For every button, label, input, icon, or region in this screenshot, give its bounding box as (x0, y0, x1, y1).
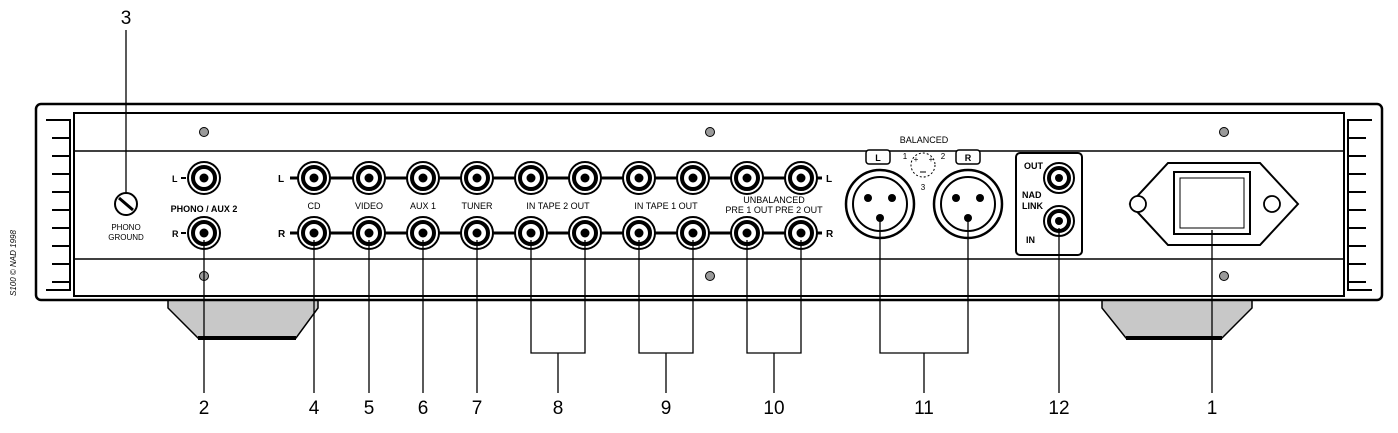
phono-ground-terminal[interactable] (114, 192, 138, 216)
jack-pre1-out-l[interactable] (730, 161, 764, 195)
xlr-left-label: L (875, 153, 881, 163)
jack-phono-r[interactable] (187, 216, 221, 250)
callout-2: 2 (199, 398, 210, 419)
callout-8: 8 (553, 398, 564, 419)
label-unbalanced: UNBALANCED (743, 195, 805, 205)
row-l-marker-right: L (826, 174, 832, 185)
screw (1219, 271, 1229, 281)
callout-4: 4 (309, 398, 320, 419)
screw (705, 127, 715, 137)
phono-aux2-label: PHONO / AUX 2 (171, 204, 238, 214)
pin-label-1: 1 (903, 152, 908, 161)
callout-7: 7 (472, 398, 483, 419)
jack-tape2-out-l[interactable] (568, 161, 602, 195)
pin-label-2: 2 (941, 152, 946, 161)
callout-1: 1 (1207, 398, 1218, 419)
xlr-right-label: R (965, 153, 972, 163)
nad-link-label-1: NAD (1022, 190, 1042, 200)
label-tuner: TUNER (462, 201, 493, 211)
callout-10: 10 (763, 398, 784, 419)
callout-12: 12 (1048, 398, 1069, 419)
nad-link-label-2: LINK (1022, 201, 1043, 211)
phono-r-marker: R (172, 229, 179, 239)
jack-video-l[interactable] (352, 161, 386, 195)
copyright-text: S100 © NAD 1998 (9, 230, 18, 296)
jack-aux1-l[interactable] (406, 161, 440, 195)
jack-cd-r[interactable] (297, 216, 331, 250)
jack-tuner-r[interactable] (460, 216, 494, 250)
jack-pre2-out-l[interactable] (784, 161, 818, 195)
callout-5: 5 (364, 398, 375, 419)
callout-9: 9 (661, 398, 672, 419)
row-r-marker-right: R (826, 229, 834, 240)
phono-ground-label-1: PHONO (111, 223, 140, 232)
jack-cd-l[interactable] (297, 161, 331, 195)
xlr-left-tab (865, 149, 891, 165)
jack-nad-link-in[interactable] (1043, 205, 1075, 237)
row-l-marker-left: L (278, 174, 284, 185)
callout-3: 3 (121, 8, 132, 29)
left-foot (167, 295, 319, 340)
ac-power-inlet[interactable] (1128, 162, 1300, 246)
pin-label-3: 3 (921, 183, 926, 192)
right-heatsink (1347, 119, 1372, 291)
right-foot (1101, 295, 1253, 340)
phono-ground-label-2: GROUND (108, 233, 144, 242)
label-aux1: AUX 1 (410, 201, 436, 211)
label-balanced: BALANCED (900, 135, 949, 145)
jack-tape1-out-l[interactable] (676, 161, 710, 195)
screw (199, 127, 209, 137)
nad-out-label: OUT (1024, 161, 1044, 171)
label-pre-outs: PRE 1 OUT PRE 2 OUT (725, 205, 823, 215)
label-cd: CD (308, 201, 321, 211)
jack-phono-l[interactable] (187, 161, 221, 195)
jack-tuner-l[interactable] (460, 161, 494, 195)
jack-nad-link-out[interactable] (1043, 162, 1075, 194)
svg-text:+: + (929, 155, 934, 164)
phono-l-marker: L (172, 174, 178, 184)
jack-video-r[interactable] (352, 216, 386, 250)
row-r-marker-left: R (278, 229, 286, 240)
left-heatsink (46, 119, 71, 291)
label-video: VIDEO (355, 201, 383, 211)
screw (705, 271, 715, 281)
label-tape1: IN TAPE 1 OUT (634, 201, 698, 211)
label-tape2: IN TAPE 2 OUT (526, 201, 590, 211)
xlr-right-connector[interactable] (932, 168, 1004, 240)
svg-text:+: + (914, 155, 919, 164)
callout-11: 11 (914, 398, 934, 419)
jack-tape2-in-r[interactable] (514, 216, 548, 250)
nad-in-label: IN (1026, 235, 1035, 245)
jack-aux1-r[interactable] (406, 216, 440, 250)
xlr-left-connector[interactable] (844, 168, 916, 240)
xlr-pin-diagram: + + (910, 152, 936, 178)
xlr-right-tab (955, 149, 981, 165)
jack-tape1-out-r[interactable] (676, 216, 710, 250)
leader-lines (125, 30, 1213, 393)
jack-pre2-out-r[interactable] (784, 216, 818, 250)
jack-tape1-in-l[interactable] (622, 161, 656, 195)
screw (1219, 127, 1229, 137)
jack-tape2-in-l[interactable] (514, 161, 548, 195)
callout-6: 6 (418, 398, 429, 419)
